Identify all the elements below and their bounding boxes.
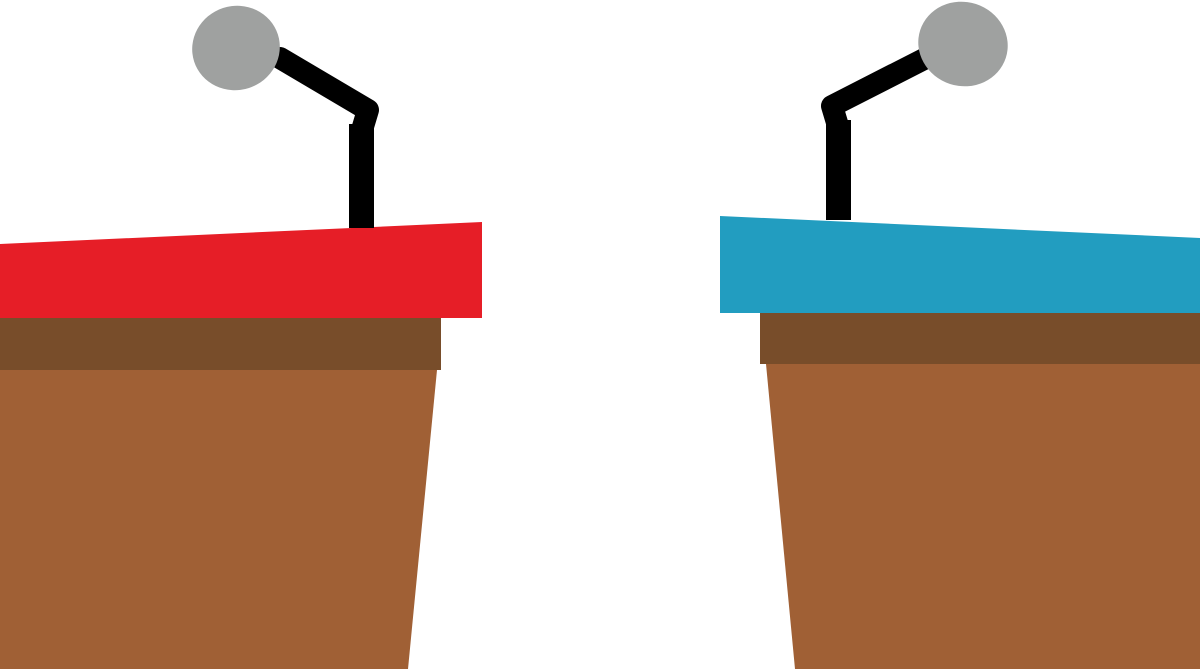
right-microphone [821,1,1008,220]
right-mic-head-icon [918,1,1008,87]
right-podium [720,216,1200,669]
left-podium-body [0,370,437,669]
right-podium-body [766,364,1200,669]
left-mic-neck [269,47,379,141]
right-podium-band [760,313,1200,364]
left-mic-stand [349,124,374,228]
left-podium-top [0,222,482,318]
left-microphone [192,5,379,228]
left-mic-head-icon [192,5,280,91]
right-mic-neck [821,45,941,137]
left-podium [0,222,482,669]
left-podium-band [0,318,441,370]
right-podium-top [720,216,1200,313]
